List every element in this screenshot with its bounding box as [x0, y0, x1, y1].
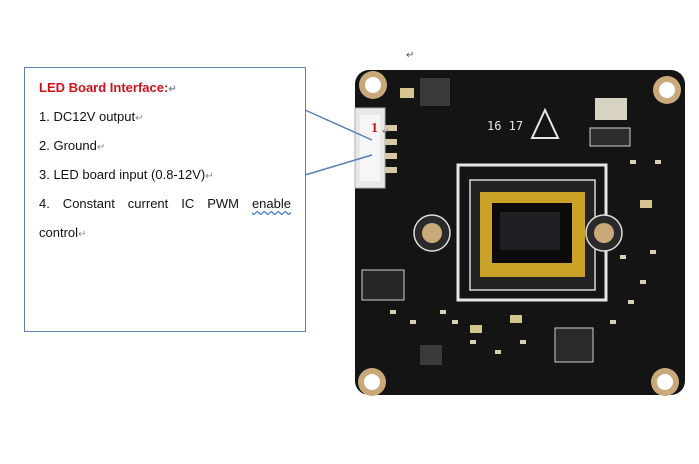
- list-item: 2. Ground↵: [39, 138, 106, 153]
- list-item: 1. DC12V output↵: [39, 109, 144, 124]
- mount-hole-top-left: [359, 71, 387, 99]
- led-interface-callout: LED Board Interface:↵ 1. DC12V output↵ 2…: [24, 67, 306, 332]
- esd-warning-icon: [530, 107, 560, 139]
- capacitor: [595, 98, 627, 120]
- mount-hole-bottom-left: [358, 368, 386, 396]
- silkscreen-text: 16 17: [487, 119, 523, 133]
- ic-chip: [554, 327, 594, 363]
- spellcheck-word: enable: [251, 196, 291, 211]
- mosfet-chip: [361, 269, 405, 301]
- mount-hole-top-right: [653, 76, 681, 104]
- lens-holder-pad-left: [413, 214, 451, 252]
- inductor-chip: [420, 78, 450, 106]
- list-item: 4. Constant current IC PWM enable: [39, 196, 291, 211]
- list-item: 3. LED board input (0.8-12V)↵: [39, 167, 214, 182]
- list-item: control↵: [39, 225, 87, 240]
- paragraph-mark: ↵: [382, 126, 390, 136]
- lens-holder-pad-right: [585, 214, 623, 252]
- mount-hole-bottom-right: [651, 368, 679, 396]
- pin-1-label: 1: [371, 121, 378, 136]
- callout-title: LED Board Interface:↵: [39, 80, 177, 95]
- paragraph-mark: ↵: [406, 50, 415, 61]
